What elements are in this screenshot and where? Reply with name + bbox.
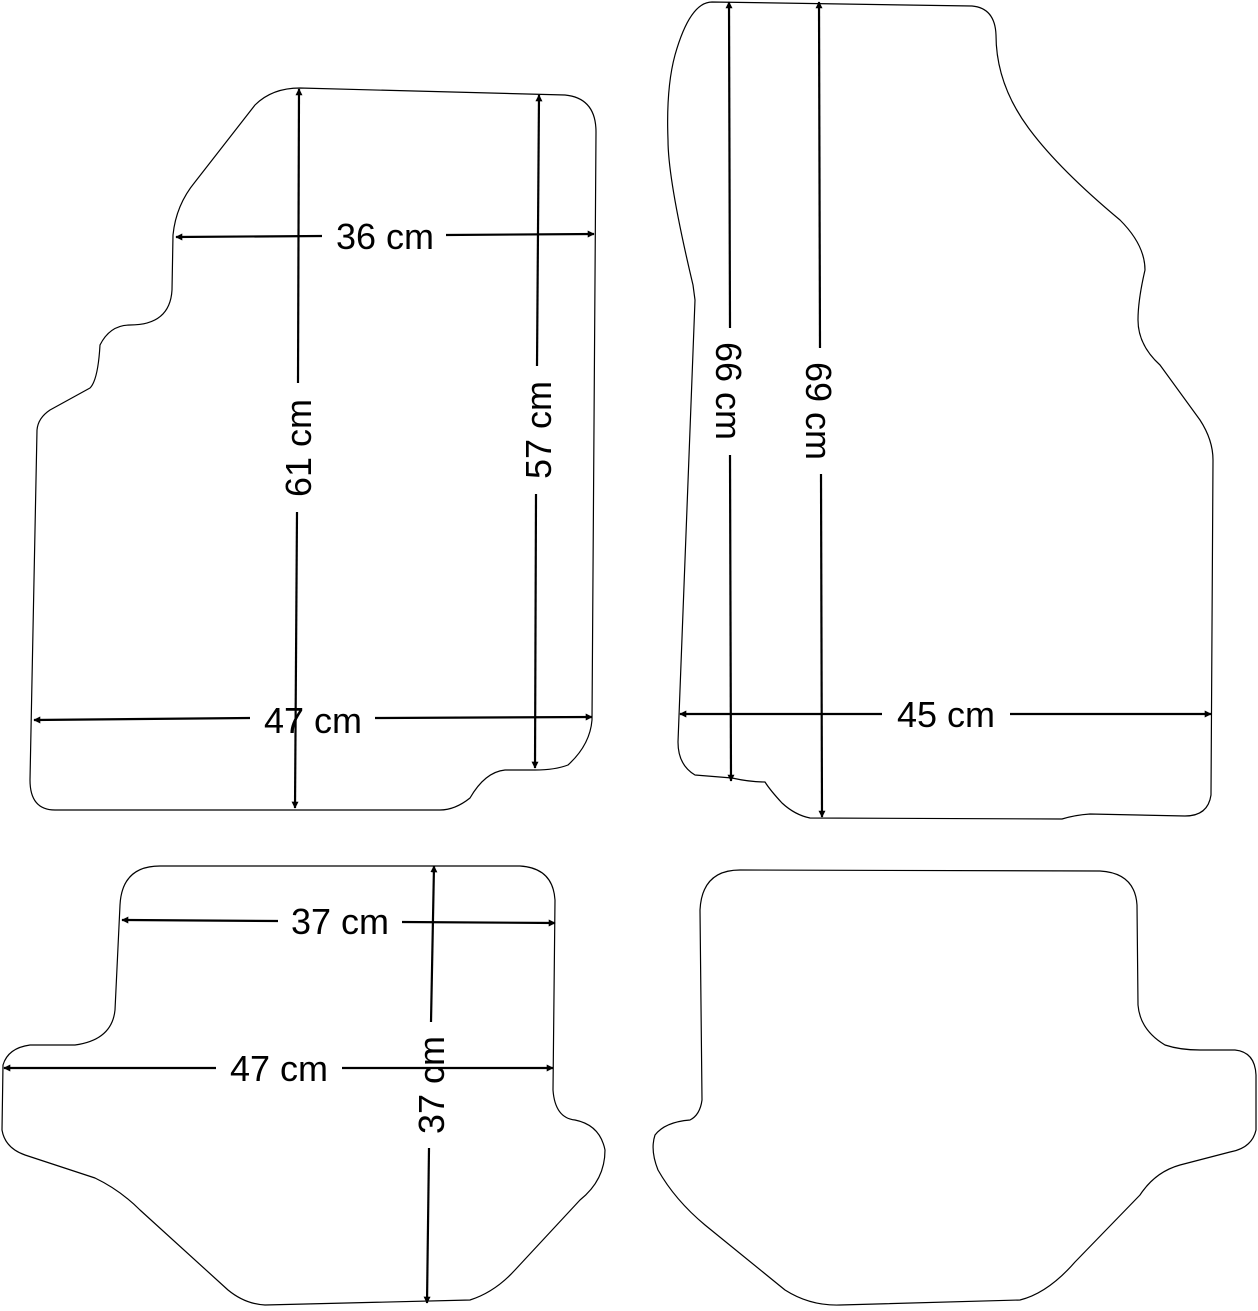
rear-right-mat-outline: [652, 869, 1257, 1306]
front-left-left-length-label: 61 cm: [278, 399, 319, 497]
front-right-width-label: 45 cm: [897, 694, 995, 735]
rear-left-mat: 37 cm 47 cm 37 cm: [1, 865, 606, 1306]
rear-left-top-width-label: 37 cm: [291, 901, 389, 942]
rear-left-mat-outline: [1, 865, 606, 1306]
front-left-mat-outline: [29, 87, 597, 811]
front-right-mat: 66 cm 69 cm 45 cm: [667, 1, 1214, 820]
rear-right-mat: [652, 869, 1257, 1306]
rear-left-bottom-width-label: 47 cm: [230, 1048, 328, 1089]
rear-left-length-label: 37 cm: [411, 1036, 452, 1134]
front-left-right-length-label: 57 cm: [518, 381, 559, 479]
front-right-mat-outline: [667, 1, 1214, 820]
front-left-top-width-label: 36 cm: [336, 216, 434, 257]
front-right-left-length-label: 66 cm: [708, 342, 749, 440]
front-left-mat: 36 cm 47 cm 61 cm 57 cm: [29, 87, 597, 811]
front-right-right-length-label: 69 cm: [798, 362, 839, 460]
front-left-bottom-width-label: 47 cm: [264, 700, 362, 741]
